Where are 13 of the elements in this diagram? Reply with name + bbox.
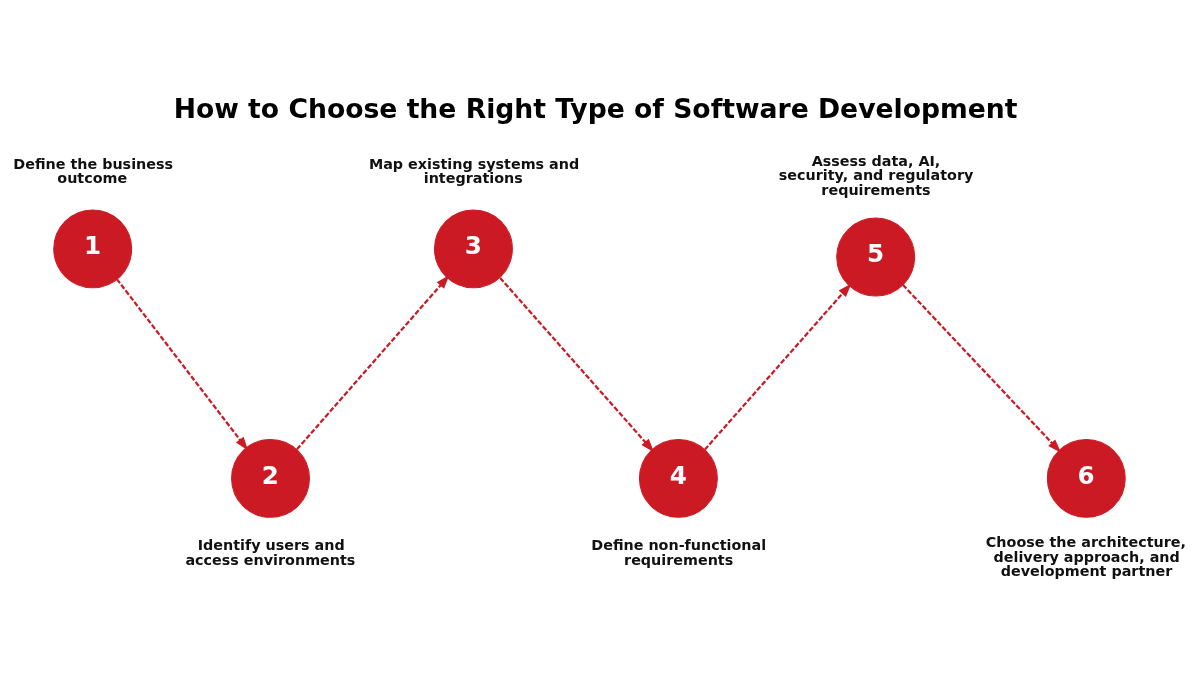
- arrow: [296, 275, 450, 451]
- arrow: [902, 284, 1062, 453]
- node-label: Define non-functional requirements: [591, 537, 767, 568]
- arrow: [704, 283, 852, 451]
- node-label: Choose the architecture, delivery approach, and development partner: [985, 534, 1186, 579]
- node-label: Map existing systems and integrations: [368, 156, 580, 187]
- node-label: Assess data, AI, security, and regulatory requirements: [778, 153, 974, 198]
- node-label: Define the business outcome: [13, 156, 174, 187]
- node-circle: 1: [53, 209, 133, 289]
- diagram-title: How to Choose the Right Type of Software Development: [173, 93, 1018, 125]
- arrow: [116, 278, 249, 451]
- arrow: [499, 277, 655, 453]
- node-label: Identify users and access environments: [185, 537, 356, 568]
